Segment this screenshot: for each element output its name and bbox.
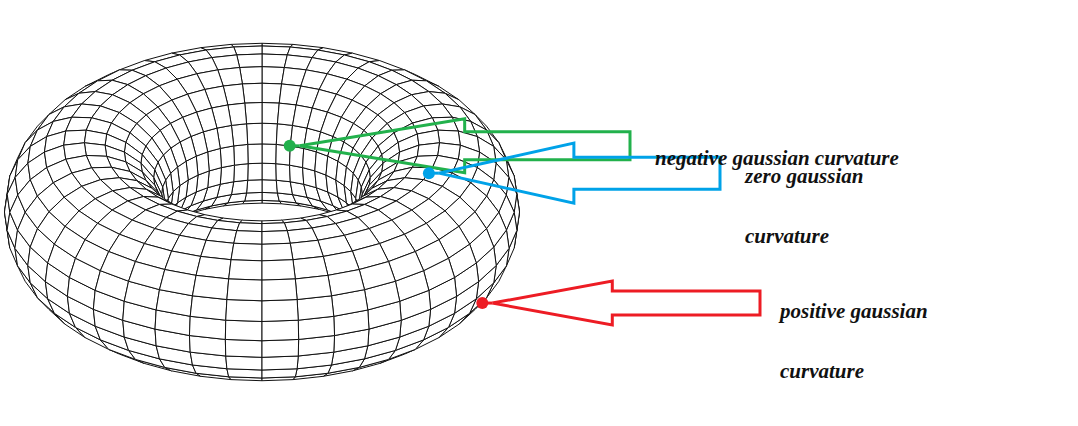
surface-point — [423, 167, 435, 179]
mesh-cell — [262, 223, 287, 232]
mesh-cell — [262, 243, 293, 261]
torus-mesh — [4, 43, 519, 380]
curvature-label: positive gaussian curvature — [780, 281, 970, 401]
mesh-cell — [234, 231, 262, 245]
mesh-cell — [262, 83, 282, 103]
mesh-cell — [129, 262, 165, 290]
mesh-cell — [192, 275, 228, 299]
mesh-cell — [245, 192, 262, 201]
mesh-cell — [290, 165, 304, 184]
mesh-cell — [262, 46, 290, 55]
mesh-cell — [190, 296, 227, 320]
mesh-cell — [225, 320, 262, 341]
mesh-cell — [229, 260, 262, 280]
mesh-cell — [240, 67, 262, 84]
mesh-cell — [159, 270, 196, 296]
mesh-cell — [417, 143, 439, 157]
mesh-cell — [234, 144, 248, 165]
mesh-cell — [262, 123, 277, 144]
surface-point — [284, 140, 296, 152]
mesh-cell — [262, 300, 298, 322]
hollow-arrow — [300, 119, 630, 173]
hollow-arrow — [492, 281, 760, 325]
mesh-cell — [328, 270, 365, 296]
mesh-cell — [262, 180, 277, 193]
mesh-cell — [262, 192, 279, 201]
surface-point — [476, 297, 488, 309]
mesh-cell — [231, 243, 262, 261]
mesh-cell — [295, 275, 331, 299]
mesh-cell — [226, 356, 262, 370]
mesh-cell — [262, 67, 284, 84]
mesh-cell — [262, 231, 290, 245]
mesh-cell — [247, 123, 262, 144]
mesh-cell — [262, 320, 299, 341]
mesh-cell — [237, 54, 262, 68]
mesh-cell — [262, 144, 276, 164]
mesh-cell — [276, 164, 290, 182]
mesh-cell — [245, 103, 262, 124]
mesh-cell — [234, 46, 262, 55]
mesh-cell — [237, 223, 262, 232]
callout — [284, 119, 630, 173]
mesh-cell — [262, 260, 295, 280]
curvature-label: zero gaussian curvature — [745, 146, 910, 266]
mesh-cell — [262, 54, 287, 68]
mesh-cell — [220, 146, 234, 168]
mesh-cell — [226, 300, 262, 322]
callout — [476, 281, 760, 325]
mesh-cell — [248, 163, 262, 180]
mesh-cell — [247, 180, 262, 193]
mesh-cell — [262, 356, 298, 370]
mesh-cell — [234, 164, 248, 182]
mesh-cell — [262, 103, 279, 124]
mesh-cell — [297, 296, 334, 320]
mesh-cell — [262, 279, 297, 301]
mesh-cell — [248, 144, 262, 164]
mesh-cell — [242, 83, 262, 103]
mesh-cell — [359, 262, 395, 290]
mesh-cell — [262, 339, 299, 357]
mesh-cell — [84, 143, 106, 157]
mesh-cell — [227, 279, 262, 301]
mesh-cell — [262, 163, 276, 180]
mesh-cell — [225, 339, 262, 357]
mesh-cell — [220, 165, 234, 184]
mesh-cell — [231, 124, 247, 146]
